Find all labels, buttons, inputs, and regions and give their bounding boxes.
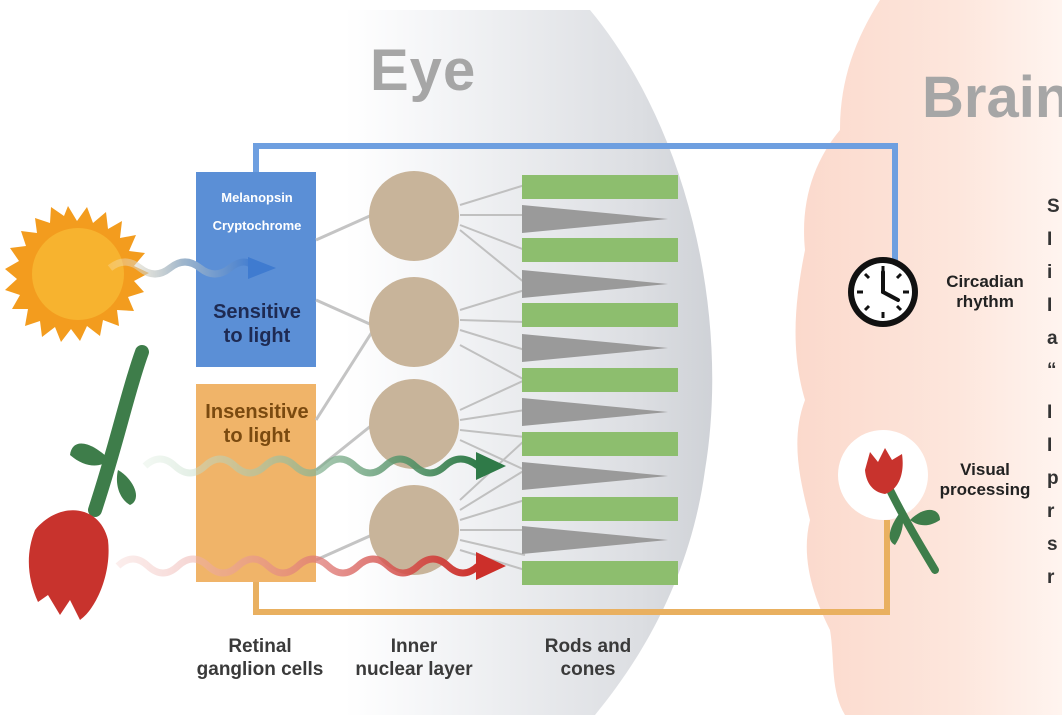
cut-off-letter: a (1047, 328, 1058, 350)
melanopsin-label: Melanopsin (198, 190, 316, 206)
eye-title: Eye (370, 36, 480, 106)
sensitive-to-light-label: Sensitive to light (198, 300, 316, 348)
cut-off-letter: I (1047, 229, 1052, 251)
cryptochrome-label: Cryptochrome (198, 218, 316, 234)
visual-processing-label: Visual processing (930, 460, 1040, 501)
sun-icon (5, 206, 149, 342)
nuclear-cell (369, 277, 459, 367)
retinal-ganglion-cells-label: Retinal ganglion cells (190, 636, 330, 682)
cut-off-letter: s (1047, 534, 1058, 556)
rods-and-cones-label: Rods and cones (518, 636, 658, 682)
clock-icon (848, 257, 918, 327)
cut-off-letter: I (1047, 295, 1052, 317)
insensitive-line-1: Insensitive (198, 400, 316, 424)
rod (522, 497, 678, 521)
sensitive-line-2: to light (198, 324, 316, 348)
cut-off-letter: I (1047, 435, 1052, 457)
rod (522, 303, 678, 327)
visual-line-2: processing (930, 480, 1040, 500)
insensitive-to-light-label: Insensitive to light (198, 400, 316, 448)
rose-icon (29, 352, 142, 620)
circadian-line-2: rhythm (930, 292, 1040, 312)
nuclear-cell (369, 379, 459, 469)
circadian-line-1: Circadian (930, 272, 1040, 292)
rods-line-1: Rods and (518, 636, 658, 659)
rod (522, 561, 678, 585)
inner-nuclear-layer-label: Inner nuclear layer (344, 636, 484, 682)
circadian-rhythm-label: Circadian rhythm (930, 272, 1040, 313)
cut-off-letter: S (1047, 196, 1060, 218)
cut-off-letter: p (1047, 468, 1059, 490)
rod (522, 175, 678, 199)
sensitive-line-1: Sensitive (198, 300, 316, 324)
rgc-line-2: ganglion cells (190, 659, 330, 682)
cut-off-letter: “ (1047, 360, 1057, 382)
cut-off-letter: r (1047, 501, 1054, 523)
insensitive-line-2: to light (198, 424, 316, 448)
inl-line-1: Inner (344, 636, 484, 659)
rod (522, 368, 678, 392)
rod (522, 432, 678, 456)
cut-off-letter: I (1047, 402, 1052, 424)
rgc-line-1: Retinal (190, 636, 330, 659)
inl-line-2: nuclear layer (344, 659, 484, 682)
rod (522, 238, 678, 262)
rods-line-2: cones (518, 659, 658, 682)
cut-off-letter: i (1047, 262, 1052, 284)
nuclear-cell (369, 171, 459, 261)
brain-title: Brain (922, 63, 1062, 133)
cut-off-letter: r (1047, 567, 1054, 589)
visual-line-1: Visual (930, 460, 1040, 480)
